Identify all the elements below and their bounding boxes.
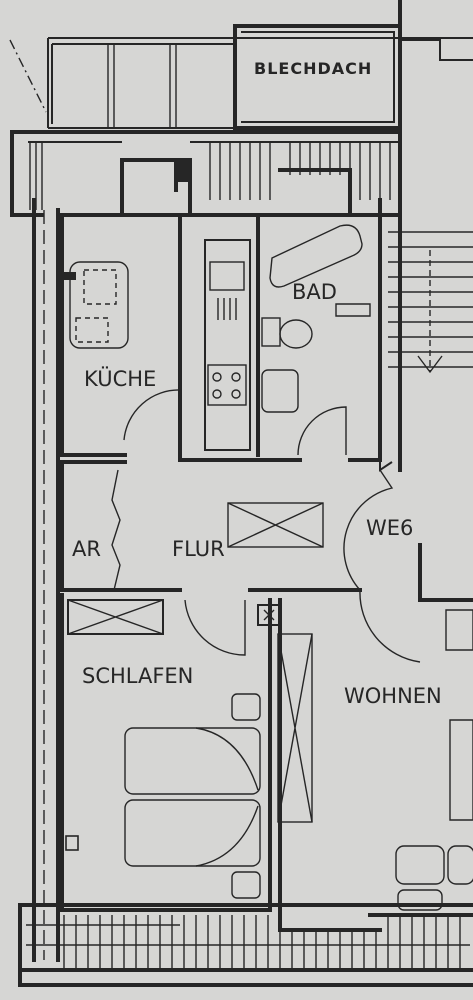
label-kitchen: KÜCHE xyxy=(84,366,156,391)
label-living: WOHNEN xyxy=(344,684,442,708)
label-hall: FLUR xyxy=(172,537,225,561)
bathroom xyxy=(248,213,393,472)
kitchen xyxy=(60,213,302,462)
left-exterior-wall xyxy=(32,198,79,962)
label-storage: AR xyxy=(72,537,101,561)
label-unit: WE6 xyxy=(366,516,413,540)
label-bedroom: SCHLAFEN xyxy=(82,664,193,688)
bottom-wall-strip xyxy=(18,903,473,987)
label-bath: BAD xyxy=(292,280,337,304)
hall xyxy=(60,460,473,663)
staircase xyxy=(388,0,473,472)
roof-area xyxy=(9,24,473,130)
bedroom xyxy=(60,593,272,912)
label-roof: BLECHDACH xyxy=(254,59,372,78)
living-room xyxy=(257,598,473,932)
top-wall-strip xyxy=(10,130,402,217)
